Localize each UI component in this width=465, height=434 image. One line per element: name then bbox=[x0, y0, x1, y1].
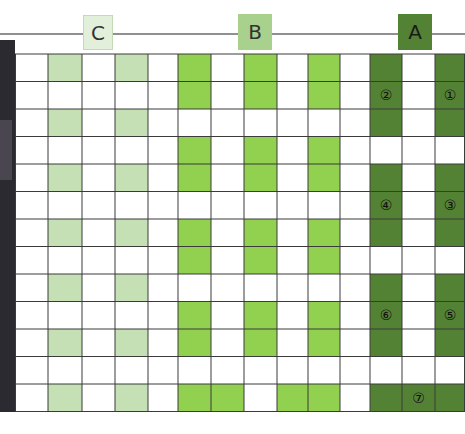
callout-number: ① bbox=[444, 88, 457, 102]
callout-number: ⑤ bbox=[444, 308, 457, 322]
column-letter: B bbox=[248, 22, 262, 42]
photo-strip bbox=[0, 40, 15, 412]
callout-number: ⑥ bbox=[380, 308, 393, 322]
column-header-box: A bbox=[398, 14, 432, 50]
top-rule bbox=[0, 33, 465, 34]
grid-lines bbox=[15, 54, 465, 412]
column-header-box: C bbox=[83, 15, 113, 50]
a-cells bbox=[370, 54, 465, 412]
column-header-box: B bbox=[238, 14, 272, 50]
column-letter: A bbox=[408, 22, 422, 42]
callout-number: ③ bbox=[444, 198, 457, 212]
column-letter: C bbox=[91, 23, 105, 43]
photo-strip bbox=[0, 120, 12, 180]
b-cells bbox=[178, 54, 340, 412]
callout-number: ④ bbox=[380, 198, 393, 212]
callout-number: ② bbox=[380, 88, 393, 102]
c-cells bbox=[48, 54, 148, 412]
callout-number: ⑦ bbox=[412, 391, 425, 405]
